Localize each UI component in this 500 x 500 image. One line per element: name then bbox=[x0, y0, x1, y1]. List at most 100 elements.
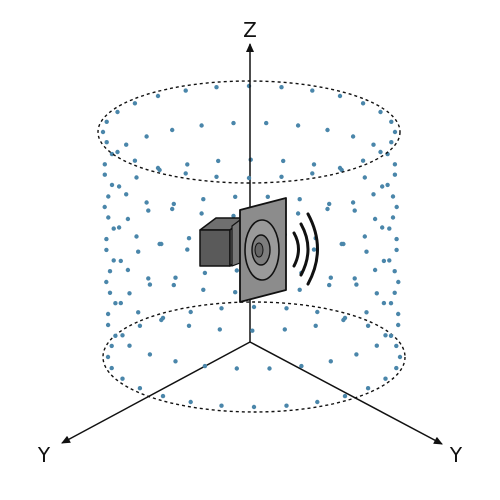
point-marker bbox=[282, 327, 287, 332]
point-marker bbox=[233, 194, 238, 199]
point-marker bbox=[383, 376, 388, 381]
point-marker bbox=[136, 310, 141, 315]
point-marker bbox=[394, 204, 399, 210]
point-marker bbox=[390, 215, 396, 220]
point-marker bbox=[104, 247, 109, 253]
point-marker bbox=[234, 268, 239, 273]
point-marker bbox=[124, 192, 129, 197]
point-marker bbox=[183, 171, 188, 176]
point-marker bbox=[371, 192, 376, 197]
point-marker bbox=[362, 234, 367, 239]
point-marker bbox=[120, 333, 125, 338]
point-marker bbox=[105, 311, 111, 317]
point-marker bbox=[173, 359, 178, 364]
point-marker bbox=[144, 134, 149, 139]
point-marker bbox=[214, 85, 219, 90]
point-marker bbox=[328, 275, 333, 280]
point-marker bbox=[311, 162, 317, 167]
point-marker bbox=[216, 158, 221, 164]
point-marker bbox=[392, 269, 397, 274]
point-marker bbox=[186, 323, 192, 328]
point-marker bbox=[342, 393, 348, 399]
point-marker bbox=[127, 343, 132, 348]
point-marker bbox=[387, 226, 392, 231]
point-marker bbox=[188, 309, 193, 315]
point-marker bbox=[155, 93, 161, 99]
point-marker bbox=[251, 304, 257, 310]
point-marker bbox=[396, 322, 401, 328]
z-axis-label: Z bbox=[243, 18, 257, 42]
point-marker bbox=[394, 236, 399, 242]
point-marker bbox=[202, 363, 208, 369]
point-marker bbox=[388, 301, 394, 306]
point-marker bbox=[364, 310, 369, 315]
point-marker bbox=[381, 258, 387, 264]
point-marker bbox=[113, 301, 118, 306]
point-marker bbox=[311, 247, 317, 252]
point-marker bbox=[115, 109, 120, 115]
point-marker bbox=[360, 101, 366, 106]
point-marker bbox=[380, 225, 385, 230]
point-marker bbox=[157, 241, 162, 247]
point-marker bbox=[295, 211, 301, 216]
point-marker bbox=[337, 165, 343, 171]
point-marker bbox=[295, 123, 301, 128]
point-marker bbox=[219, 403, 224, 408]
point-marker bbox=[234, 366, 239, 371]
point-marker bbox=[231, 120, 236, 126]
point-marker bbox=[364, 249, 369, 254]
point-marker bbox=[170, 127, 175, 133]
point-marker bbox=[147, 352, 153, 357]
point-marker bbox=[341, 317, 346, 323]
point-marker bbox=[102, 204, 107, 210]
point-marker bbox=[186, 236, 192, 241]
point-marker bbox=[389, 140, 394, 145]
point-marker bbox=[394, 365, 399, 371]
point-marker bbox=[100, 129, 106, 135]
point-marker bbox=[231, 213, 236, 219]
point-marker bbox=[380, 184, 385, 189]
point-marker bbox=[387, 258, 392, 263]
point-marker bbox=[104, 119, 109, 125]
point-marker bbox=[185, 247, 190, 252]
point-marker bbox=[396, 279, 401, 285]
point-marker bbox=[394, 343, 399, 349]
point-marker bbox=[265, 194, 270, 199]
point-marker bbox=[360, 158, 366, 163]
point-marker bbox=[146, 208, 151, 213]
point-marker bbox=[350, 134, 356, 139]
point-marker bbox=[354, 282, 359, 287]
point-marker bbox=[246, 175, 252, 181]
point-marker bbox=[134, 175, 139, 180]
point-marker bbox=[264, 120, 269, 126]
point-marker bbox=[378, 149, 383, 155]
point-marker bbox=[116, 225, 122, 230]
point-marker bbox=[352, 208, 357, 213]
point-marker bbox=[106, 194, 111, 199]
point-marker bbox=[132, 158, 138, 163]
point-marker bbox=[104, 236, 109, 242]
point-marker bbox=[109, 182, 115, 188]
y-axis-right-label: Y bbox=[449, 443, 463, 467]
point-marker bbox=[173, 275, 178, 280]
point-marker bbox=[325, 206, 330, 212]
point-marker bbox=[132, 101, 138, 106]
point-marker bbox=[297, 197, 302, 202]
point-marker bbox=[328, 359, 333, 364]
point-marker bbox=[392, 129, 398, 135]
point-marker bbox=[388, 333, 394, 338]
point-cloud-back bbox=[102, 83, 401, 349]
y-axis-left-label: Y bbox=[37, 443, 51, 467]
point-marker bbox=[146, 276, 151, 281]
top-ring-dashed bbox=[97, 80, 401, 184]
point-marker bbox=[392, 162, 398, 167]
point-marker bbox=[219, 306, 224, 311]
point-marker bbox=[113, 333, 118, 338]
point-marker bbox=[159, 317, 164, 323]
point-marker bbox=[214, 174, 219, 179]
point-marker bbox=[136, 249, 141, 254]
point-marker bbox=[362, 175, 367, 180]
point-marker bbox=[185, 162, 190, 167]
point-marker bbox=[147, 282, 153, 287]
